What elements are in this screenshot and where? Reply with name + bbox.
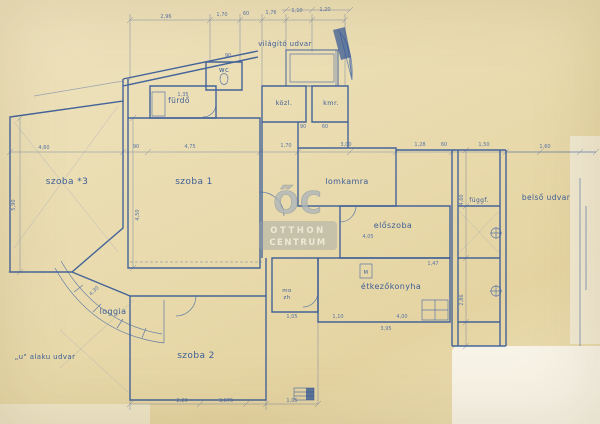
wall-top-diagonal — [122, 50, 259, 118]
room-label-etkezokonyha: étkezőkonyha — [361, 281, 421, 291]
dimension-label: 2,96 — [160, 14, 171, 20]
wall-szoba3 — [9, 100, 124, 273]
wall-between-rooms — [71, 258, 267, 297]
right-court-lines — [506, 151, 596, 346]
dimension-label: 1,70 — [280, 143, 291, 149]
room-label-zh: zh — [283, 295, 290, 301]
room-label-kmr: kmr. — [323, 99, 339, 107]
dimension-label: 1,50 — [478, 142, 489, 148]
dimension-label: 1,70 — [216, 12, 227, 18]
wall-kozl — [261, 85, 307, 123]
paper-patch-right — [570, 136, 600, 344]
dimension-label: 1,35 — [177, 92, 188, 98]
room-label-vilagito-udvar: világító udvar — [258, 40, 312, 48]
dimension-label: 1,05 — [286, 398, 297, 404]
dimension-label: 1,10 — [332, 314, 343, 320]
room-label-mo: mo — [282, 288, 292, 294]
dimension-label: 1,28 — [414, 142, 425, 148]
wall-mozh — [271, 257, 319, 313]
wall-szoba1 — [127, 117, 261, 269]
dimension-label: 3,675 — [219, 398, 233, 404]
loggia-arcs — [54, 260, 165, 344]
room-label-eloszoba: előszoba — [374, 221, 412, 230]
label-u-alaku-udvar: „u" alaku udvar — [15, 353, 76, 361]
room-label-szoba3: szoba *3 — [46, 177, 88, 187]
dimension-label: 4,60 — [38, 145, 49, 151]
dimension-label: 60 — [441, 142, 447, 148]
wall-wc — [205, 61, 243, 91]
survey-marker-cross — [490, 227, 502, 297]
dimension-label: 90 — [225, 53, 231, 59]
room-label-kozl: közl. — [276, 99, 293, 107]
lines-thin — [33, 29, 596, 401]
room-label-lomkamra: lomkamra — [325, 177, 369, 186]
construction-diagonals — [13, 105, 501, 393]
dimension-label: 4,75 — [184, 144, 195, 150]
dimension-label: 3,00 — [340, 142, 351, 148]
room-label-fuggf: függf. — [469, 197, 489, 204]
wall-szoba2 — [129, 295, 267, 401]
dimension-label: 4,00 — [396, 314, 407, 320]
watermark-monogram: ŐC — [273, 184, 323, 221]
room-label-szoba2: szoba 2 — [177, 351, 215, 361]
dimension-label: 1,20 — [319, 7, 330, 13]
dimension-label: 90 — [133, 144, 139, 150]
room-label-loggia: loggia — [100, 307, 127, 316]
construction-lines — [13, 105, 501, 393]
dimension-label: 60 — [243, 11, 249, 17]
dimension-label: 4,50 — [135, 209, 141, 220]
watermark-line1: OTTHON — [270, 226, 325, 236]
dimension-label: 3,95 — [380, 326, 391, 332]
dimension-label: 2,20 — [176, 398, 187, 404]
wall-connectors — [261, 122, 349, 258]
dimension-label: 1,10 — [291, 8, 302, 14]
watermark-line2: CENTRUM — [269, 238, 326, 248]
wall-shaft — [396, 149, 507, 347]
wall-lightwell — [285, 49, 339, 87]
dimension-label: 2,86 — [459, 294, 465, 305]
dimension-label: 4,30 — [88, 285, 100, 297]
faint-top-extension — [33, 80, 124, 97]
wc-fixture — [219, 73, 229, 85]
boiler-box — [359, 263, 373, 279]
dimension-chain — [10, 9, 506, 405]
bathtub — [151, 91, 166, 117]
dimension-label: 4,05 — [362, 234, 373, 240]
dimension-label: 1,47 — [427, 261, 438, 267]
lightwell-inner — [289, 53, 335, 83]
boiler-symbol-label: M — [364, 270, 369, 276]
door-arcs — [175, 103, 357, 317]
dimension-ticks — [6, 6, 600, 408]
watermark: ŐC OTTHON CENTRUM — [259, 184, 337, 250]
kitchen-counter — [421, 299, 449, 321]
stair-dark-bar — [333, 27, 351, 60]
dimension-label: 1,76 — [265, 10, 276, 16]
room-label-szoba1: szoba 1 — [175, 177, 213, 187]
dimension-label: 4,60 — [459, 194, 465, 205]
witness-lines — [8, 14, 346, 410]
watermark-box — [259, 221, 337, 250]
title-box-fill — [306, 388, 314, 400]
wall-furdo — [149, 85, 217, 119]
dimension-label: 60 — [322, 124, 328, 130]
dimension-label: 5,90 — [11, 199, 17, 210]
walls-thick — [9, 49, 507, 401]
room-label-wc: wc — [219, 66, 229, 74]
paper-patch-bottom-left — [0, 404, 150, 424]
wall-eloszoba — [339, 205, 451, 259]
dimension-label: 90 — [300, 124, 306, 130]
paper-patch-bottom-right — [452, 346, 600, 424]
room-label-belso-udvar: belső udvar — [522, 193, 571, 202]
dimension-label: 1,05 — [286, 314, 297, 320]
dimension-label: 1,60 — [539, 144, 550, 150]
room-label-furdo: fürdő — [168, 96, 190, 105]
dimension-lines — [6, 6, 600, 410]
